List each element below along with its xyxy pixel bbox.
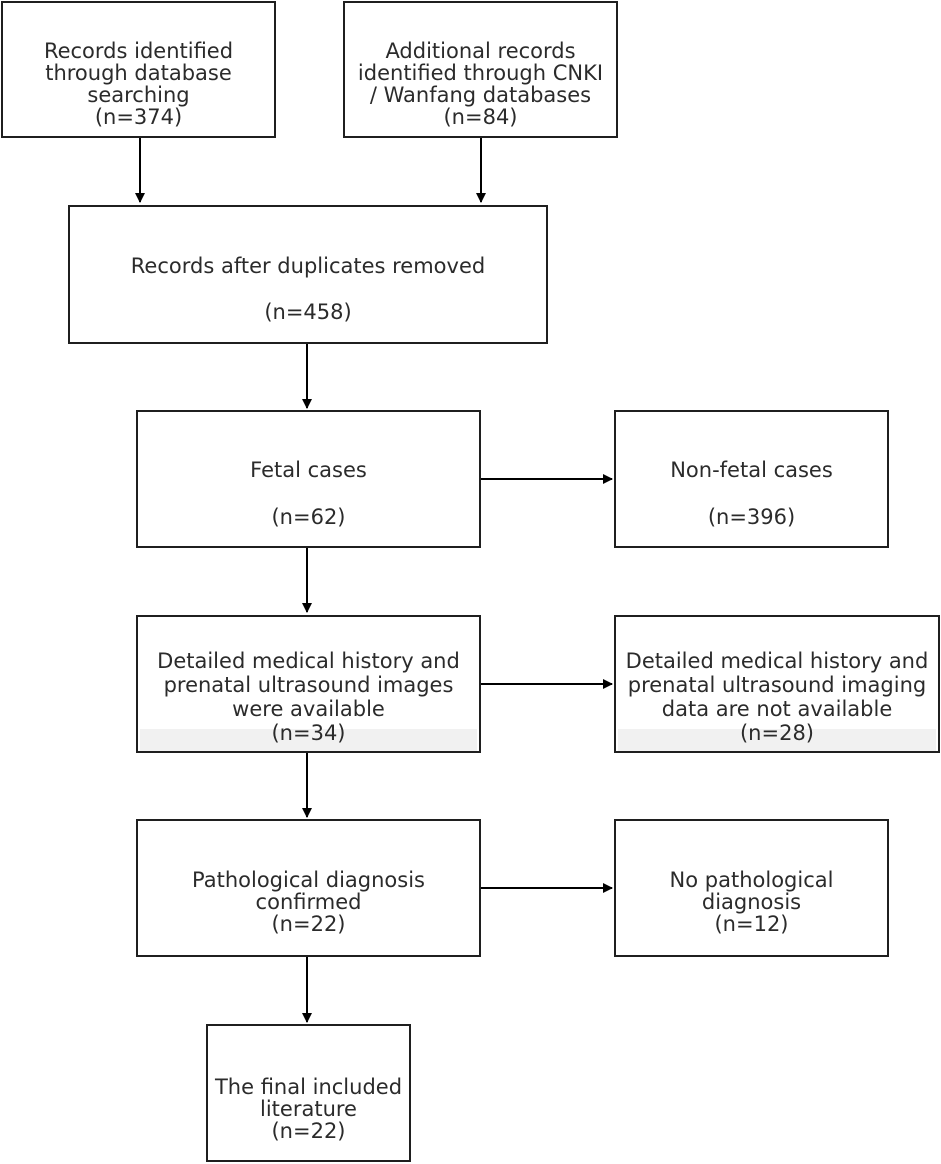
box-non-fetal-cases: Non-fetal cases (n=396)	[614, 410, 889, 548]
box-pathology-confirmed-count: (n=22)	[271, 912, 346, 936]
box-database-line-3: searching	[87, 83, 190, 107]
box-additional-line-2: identified through CNKI	[357, 61, 604, 85]
box-fetal-count: (n=62)	[271, 505, 346, 529]
box-pathology-confirmed: Pathological diagnosis confirmed (n=22)	[136, 819, 481, 957]
box-database-records: Records identified through database sear…	[1, 1, 276, 138]
box-no-pathology: No pathological diagnosis (n=12)	[614, 819, 889, 957]
box-history-unavailable-count: (n=28)	[739, 721, 814, 745]
box-history-unavailable-line-2: prenatal ultrasound imaging	[627, 673, 927, 697]
box-history-available-line-3: were available	[232, 697, 385, 721]
box-database-line-2: through database	[45, 61, 232, 85]
box-deduplicated-label: Records after duplicates removed	[130, 254, 486, 278]
box-database-line-1: Records identified	[43, 39, 234, 63]
box-no-pathology-count: (n=12)	[714, 912, 789, 936]
box-fetal-label: Fetal cases	[250, 458, 367, 482]
box-history-available-line-1: Detailed medical history and	[157, 649, 460, 673]
box-pathology-confirmed-line-2: confirmed	[255, 890, 362, 914]
box-final-included: The final included literature (n=22)	[206, 1024, 411, 1162]
box-additional-line-3: / Wanfang databases	[369, 83, 592, 107]
box-no-pathology-line-1: No pathological	[669, 868, 834, 892]
box-database-count: (n=374)	[94, 105, 183, 129]
box-fetal-cases: Fetal cases (n=62)	[136, 410, 481, 548]
box-history-available-count: (n=34)	[271, 721, 346, 745]
box-history-unavailable-line-3: data are not available	[661, 697, 893, 721]
box-history-available-shade	[140, 729, 477, 751]
box-final-line-2: literature	[260, 1097, 357, 1121]
box-final-count: (n=22)	[271, 1119, 346, 1143]
box-pathology-confirmed-line-1: Pathological diagnosis	[192, 868, 425, 892]
box-final-line-1: The final included	[214, 1075, 403, 1099]
box-history-unavailable-shade	[618, 729, 936, 751]
box-history-available: Detailed medical history and prenatal ul…	[136, 615, 481, 753]
box-additional-records: Additional records identified through CN…	[343, 1, 618, 138]
box-non-fetal-count: (n=396)	[707, 505, 796, 529]
box-history-unavailable-line-1: Detailed medical history and	[625, 649, 929, 673]
box-history-unavailable: Detailed medical history and prenatal ul…	[614, 615, 940, 753]
box-no-pathology-line-2: diagnosis	[701, 890, 802, 914]
box-additional-line-1: Additional records	[385, 39, 576, 63]
box-deduplicated-count: (n=458)	[264, 300, 352, 324]
box-deduplicated-records: Records after duplicates removed (n=458)	[68, 205, 548, 344]
box-additional-count: (n=84)	[443, 105, 518, 129]
box-history-available-line-2: prenatal ultrasound images	[163, 673, 454, 697]
box-non-fetal-label: Non-fetal cases	[670, 458, 833, 482]
